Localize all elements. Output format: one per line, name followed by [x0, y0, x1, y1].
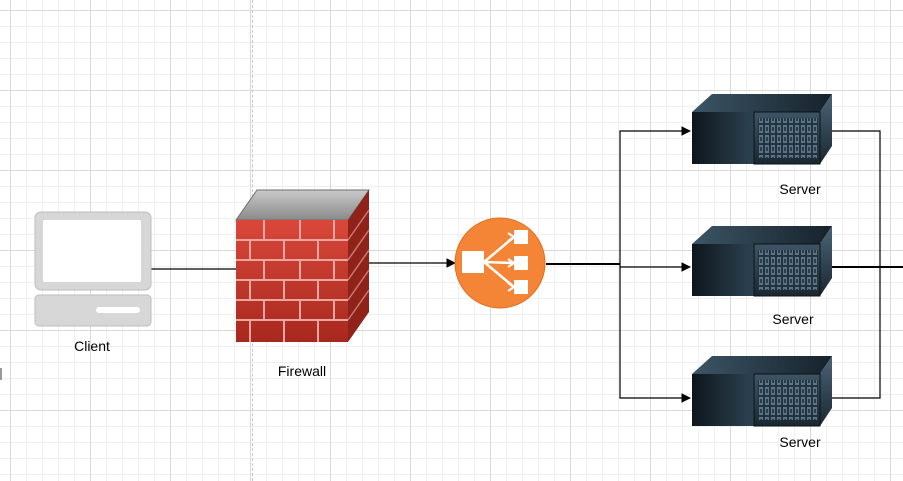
client-node[interactable]	[34, 211, 152, 327]
connector-servers-output[interactable]	[832, 130, 903, 399]
load-balancer-node[interactable]	[454, 217, 546, 309]
desktop-computer-icon	[34, 211, 152, 327]
firewall-node[interactable]	[235, 189, 370, 342]
connector-loadbalancer-servers[interactable]	[546, 126, 691, 403]
rack-server-icon	[691, 355, 833, 427]
rack-server-icon	[691, 93, 833, 165]
server-middle-label: Server	[772, 311, 814, 327]
rack-server-icon	[691, 225, 833, 297]
server-node-top[interactable]	[691, 93, 833, 165]
left-edge-marker	[0, 368, 2, 380]
server-node-bottom[interactable]	[691, 355, 833, 427]
load-balancer-icon	[454, 217, 546, 309]
firewall-label: Firewall	[277, 363, 327, 379]
server-top-label: Server	[779, 181, 821, 197]
brick-firewall-icon	[235, 189, 370, 342]
server-bottom-label: Server	[779, 434, 821, 450]
server-node-middle[interactable]	[691, 225, 833, 297]
client-label: Client	[74, 338, 110, 354]
